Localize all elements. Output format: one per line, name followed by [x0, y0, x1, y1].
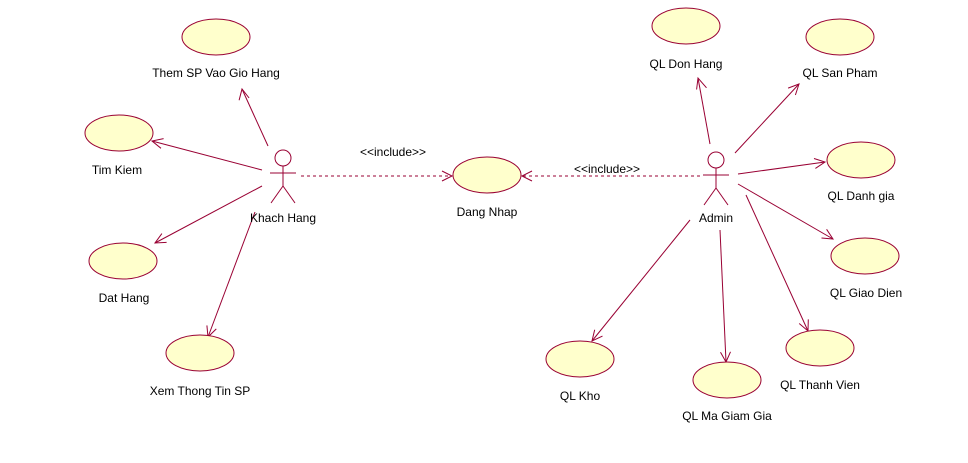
actor-admin[interactable]: Admin	[699, 151, 733, 225]
actor-figure-icon	[270, 149, 296, 204]
usecase-tim-kiem[interactable]: Tim Kiem	[84, 114, 154, 177]
usecase-ql-giao-dien[interactable]: QL Giao Dien	[830, 237, 902, 300]
usecase-label: QL Ma Giam Gia	[682, 409, 772, 423]
association-admin-ql-tv[interactable]	[745, 194, 809, 333]
association-khach-tim-kiem[interactable]	[150, 138, 263, 171]
usecase-label: QL Kho	[560, 389, 601, 403]
actor-label: Khach Hang	[250, 211, 316, 225]
include-label-right: <<include>>	[574, 162, 640, 176]
actor-figure-icon	[703, 151, 729, 206]
actor-khach-hang[interactable]: Khach Hang	[250, 149, 316, 225]
association-admin-ql-dg[interactable]	[737, 158, 827, 175]
association-admin-ql-mgg[interactable]	[719, 229, 731, 364]
usecase-ql-san-pham[interactable]: QL San Pham	[803, 18, 878, 80]
include-label-left: <<include>>	[360, 145, 426, 159]
association-admin-ql-kho[interactable]	[591, 219, 691, 342]
association-admin-ql-don[interactable]	[696, 76, 711, 145]
usecase-label: Dang Nhap	[457, 205, 518, 219]
association-khach-xem-tt[interactable]	[206, 211, 256, 339]
usecase-label: Them SP Vao Gio Hang	[152, 66, 280, 80]
relations: <<include>> <<include>>	[150, 76, 834, 364]
usecase-label: QL Danh gia	[828, 189, 895, 203]
usecase-ql-don-hang[interactable]: QL Don Hang	[650, 7, 723, 71]
include-khach-dang-nhap[interactable]: <<include>>	[301, 145, 454, 182]
usecase-label: QL Giao Dien	[830, 286, 902, 300]
association-admin-ql-sp[interactable]	[734, 83, 800, 154]
usecases: Them SP Vao Gio Hang Tim Kiem Dat Hang X…	[84, 7, 902, 423]
usecase-dat-hang[interactable]: Dat Hang	[88, 242, 158, 305]
usecase-label: Tim Kiem	[92, 163, 142, 177]
usecase-label: Dat Hang	[99, 291, 150, 305]
usecase-label: QL Thanh Vien	[780, 378, 860, 392]
actor-label: Admin	[699, 211, 733, 225]
usecase-label: QL San Pham	[803, 66, 878, 80]
usecase-xem-thong-tin-sp[interactable]: Xem Thong Tin SP	[150, 334, 251, 398]
association-khach-dat-hang[interactable]	[153, 185, 263, 244]
usecase-label: Xem Thong Tin SP	[150, 384, 251, 398]
association-khach-them-sp[interactable]	[238, 87, 269, 147]
usecase-them-sp-vao-gio-hang[interactable]: Them SP Vao Gio Hang	[152, 18, 280, 80]
usecase-ql-kho[interactable]: QL Kho	[545, 340, 615, 403]
usecase-ql-ma-giam-gia[interactable]: QL Ma Giam Gia	[682, 361, 772, 423]
association-admin-ql-gd[interactable]	[737, 183, 834, 240]
usecase-label: QL Don Hang	[650, 57, 723, 71]
usecase-ql-thanh-vien[interactable]: QL Thanh Vien	[780, 329, 860, 392]
usecase-dang-nhap[interactable]: Dang Nhap	[452, 156, 522, 219]
usecase-ql-danh-gia[interactable]: QL Danh gia	[826, 141, 896, 203]
include-admin-dang-nhap[interactable]: <<include>>	[520, 162, 700, 182]
